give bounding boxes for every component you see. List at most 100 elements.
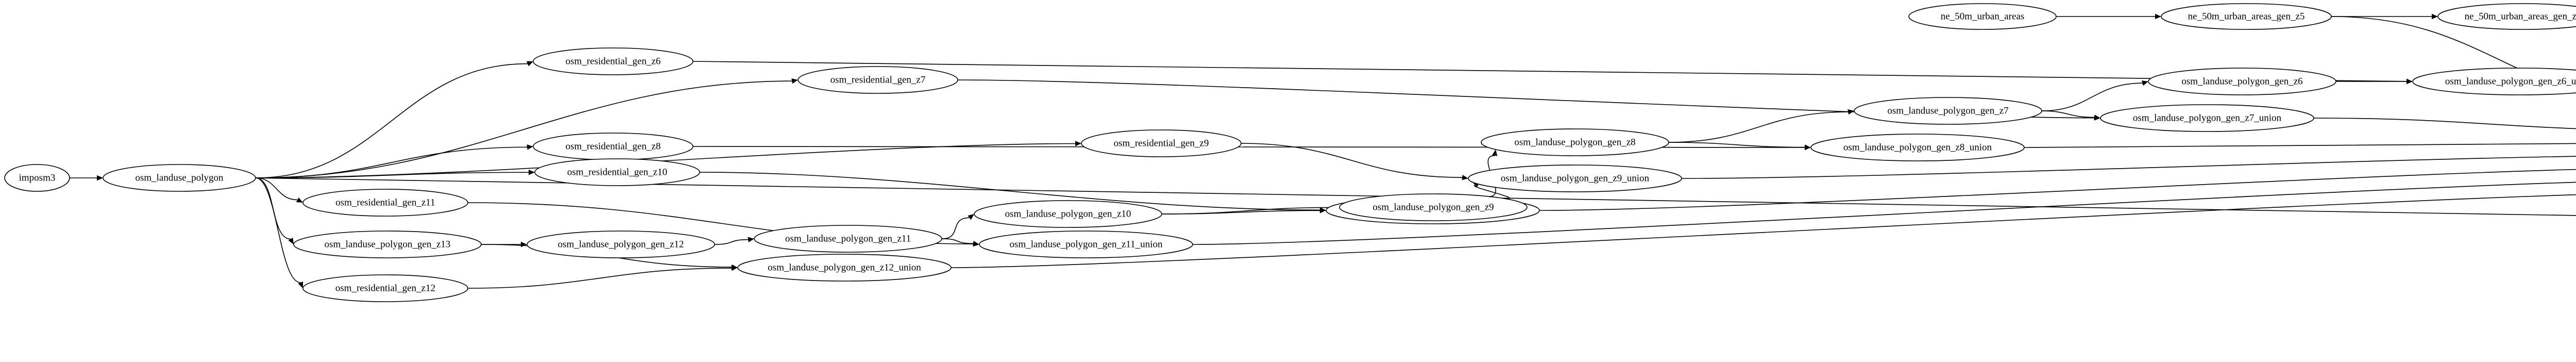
edge-line — [951, 194, 2576, 268]
graph-node-osm_landuse_polygon[interactable]: osm_landuse_polygon — [103, 164, 256, 192]
graph-edge-osm_landuse_polygon_gen_z7_union--to--layer_landuse.z7 — [2313, 118, 2576, 129]
graph-node-osm_landuse_polygon_gen_z8_union[interactable]: osm_landuse_polygon_gen_z8_union — [1810, 134, 2025, 161]
graph-node-osm_residential_gen_z7[interactable]: osm_residential_gen_z7 — [798, 66, 958, 94]
graph-node-osm_landuse_polygon_gen_z9[interactable]: osm_landuse_polygon_gen_z9 — [1339, 193, 1528, 221]
node-label: osm_landuse_polygon_gen_z9_union — [1501, 173, 1650, 184]
node-ellipse — [1908, 3, 2057, 30]
node-label: osm_landuse_polygon_gen_z12 — [558, 239, 684, 250]
node-ellipse — [754, 225, 942, 253]
edge-line — [1681, 156, 2576, 179]
edge-arrowhead — [288, 238, 294, 244]
node-label: ne_50m_urban_areas — [1941, 11, 2025, 22]
edge-arrowhead — [791, 78, 798, 84]
graph-node-osm_residential_gen_z8[interactable]: osm_residential_gen_z8 — [533, 133, 693, 160]
edge-arrowhead — [521, 241, 527, 248]
graph-node-osm_landuse_polygon_gen_z11_union[interactable]: osm_landuse_polygon_gen_z11_union — [979, 231, 1193, 258]
edge-arrowhead — [296, 197, 303, 203]
node-ellipse — [2161, 3, 2332, 30]
graph-node-osm_landuse_polygon_gen_z6[interactable]: osm_landuse_polygon_gen_z6 — [2148, 68, 2336, 95]
node-ellipse — [1339, 193, 1528, 221]
node-ellipse — [533, 47, 693, 75]
edge-line — [255, 177, 298, 201]
graph-node-osm_landuse_polygon_gen_z9_union[interactable]: osm_landuse_polygon_gen_z9_union — [1468, 164, 1682, 192]
graph-edge-osm_landuse_polygon_gen_z12--to--osm_landuse_polygon_gen_z11 — [714, 237, 754, 245]
edge-arrowhead — [1319, 207, 1326, 213]
edge-line — [1473, 184, 1510, 200]
edge-line — [467, 268, 732, 289]
graph-node-osm_landuse_polygon_gen_z6_union[interactable]: osm_landuse_polygon_gen_z6_union — [2412, 68, 2576, 95]
edge-line — [2041, 83, 2143, 111]
edge-line — [255, 146, 528, 178]
node-label: osm_landuse_polygon_gen_z12_union — [768, 262, 921, 273]
edge-line — [714, 239, 749, 245]
graph-node-ne_50m_urban_areas_gen_z5[interactable]: ne_50m_urban_areas_gen_z5 — [2161, 3, 2332, 30]
node-ellipse — [1481, 128, 1669, 156]
graph-node-ne_50m_urban_areas[interactable]: ne_50m_urban_areas — [1908, 3, 2057, 30]
edge-arrowhead — [1462, 175, 1468, 180]
node-ellipse — [527, 231, 715, 258]
node-label: imposm3 — [19, 172, 56, 183]
graph-node-osm_landuse_polygon_gen_z7[interactable]: osm_landuse_polygon_gen_z7 — [1854, 97, 2042, 125]
graph-node-osm_residential_gen_z11[interactable]: osm_residential_gen_z11 — [302, 189, 468, 217]
graph-edge-osm_landuse_polygon_gen_z12_union--to--layer_landuse.z12 — [951, 194, 2576, 268]
edge-arrowhead — [527, 144, 533, 150]
node-ellipse — [534, 158, 700, 186]
edge-line — [941, 217, 970, 239]
node-ellipse — [103, 164, 256, 192]
node-label: osm_residential_gen_z8 — [566, 141, 661, 152]
graph-edge-osm_landuse_polygon_gen_z7--to--osm_landuse_polygon_gen_z6 — [2041, 80, 2148, 111]
node-ellipse — [2437, 3, 2576, 30]
edge-arrowhead — [2142, 80, 2148, 86]
graph-node-osm_landuse_polygon_gen_z12_union[interactable]: osm_landuse_polygon_gen_z12_union — [737, 254, 952, 282]
edge-line — [255, 177, 301, 283]
graph-edge-osm_landuse_polygon--to--osm_residential_gen_z10 — [255, 170, 535, 178]
node-ellipse — [979, 231, 1193, 258]
node-label: osm_landuse_polygon_gen_z7_union — [2133, 112, 2282, 123]
node-label: osm_residential_gen_z11 — [335, 197, 435, 208]
graph-node-osm_residential_gen_z6[interactable]: osm_residential_gen_z6 — [533, 47, 693, 75]
graph-node-osm_landuse_polygon_gen_z11[interactable]: osm_landuse_polygon_gen_z11 — [754, 225, 942, 253]
node-ellipse — [302, 189, 468, 217]
edge-line — [2024, 142, 2576, 148]
edge-arrowhead — [748, 237, 754, 242]
node-label: osm_residential_gen_z7 — [831, 74, 926, 85]
edge-line — [1668, 142, 1805, 148]
edge-line — [255, 63, 528, 178]
graph-edge-osm_landuse_polygon--to--osm_landuse_polygon_gen_z13 — [255, 177, 294, 244]
graph-node-osm_residential_gen_z12[interactable]: osm_residential_gen_z12 — [302, 274, 468, 302]
graph-edge-osm_residential_gen_z10--to--osm_landuse_polygon_gen_z10_union — [699, 172, 1326, 213]
edge-arrowhead — [526, 61, 533, 67]
node-ellipse — [974, 200, 1162, 228]
graph-node-osm_landuse_polygon_gen_z8[interactable]: osm_landuse_polygon_gen_z8 — [1481, 128, 1669, 156]
node-label: osm_residential_gen_z9 — [1114, 138, 1209, 149]
edge-line — [692, 146, 1805, 148]
edge-arrowhead — [298, 281, 303, 288]
edge-line — [2041, 110, 2095, 118]
edge-line — [941, 238, 974, 244]
node-ellipse — [4, 164, 70, 192]
graph-edge-osm_landuse_polygon--to--osm_residential_gen_z11 — [255, 177, 303, 203]
edge-arrowhead — [1492, 149, 1498, 156]
node-layer: imposm3 osm_landuse_polygon osm_residentia… — [4, 3, 2576, 302]
graph-node-osm_residential_gen_z9[interactable]: osm_residential_gen_z9 — [1081, 129, 1242, 157]
graph-node-osm_landuse_polygon_gen_z7_union[interactable]: osm_landuse_polygon_gen_z7_union — [2100, 104, 2314, 132]
graph-node-osm_landuse_polygon_gen_z10[interactable]: osm_landuse_polygon_gen_z10 — [974, 200, 1162, 228]
graph-edge-osm_landuse_polygon_gen_z11--to--osm_landuse_polygon_gen_z10 — [941, 214, 974, 239]
graph-node-osm_landuse_polygon_gen_z13[interactable]: osm_landuse_polygon_gen_z13 — [293, 231, 482, 258]
graph-node-ne_50m_urban_areas_gen_z4[interactable]: ne_50m_urban_areas_gen_z4 — [2437, 3, 2576, 30]
node-ellipse — [2148, 68, 2336, 95]
graph-node-osm_residential_gen_z10[interactable]: osm_residential_gen_z10 — [534, 158, 700, 186]
edge-layer — [69, 13, 2576, 289]
graph-node-osm_landuse_polygon_gen_z12[interactable]: osm_landuse_polygon_gen_z12 — [527, 231, 715, 258]
graph-edge-osm_landuse_polygon_gen_z7--to--osm_landuse_polygon_gen_z7_union — [2041, 110, 2100, 120]
graph-node-imposm3[interactable]: imposm3 — [4, 164, 70, 192]
edge-arrowhead — [1804, 144, 1811, 151]
graph-edge-osm_landuse_polygon--to--osm_residential_gen_z8 — [255, 144, 533, 178]
graph-edge-osm_residential_gen_z12--to--osm_landuse_polygon_gen_z12_union — [467, 265, 738, 289]
edge-arrowhead — [2406, 78, 2413, 85]
edge-line — [255, 172, 529, 178]
node-ellipse — [798, 66, 958, 94]
graph-edge-osm_landuse_polygon_gen_z8--to--osm_landuse_polygon_gen_z7 — [1668, 109, 1854, 143]
